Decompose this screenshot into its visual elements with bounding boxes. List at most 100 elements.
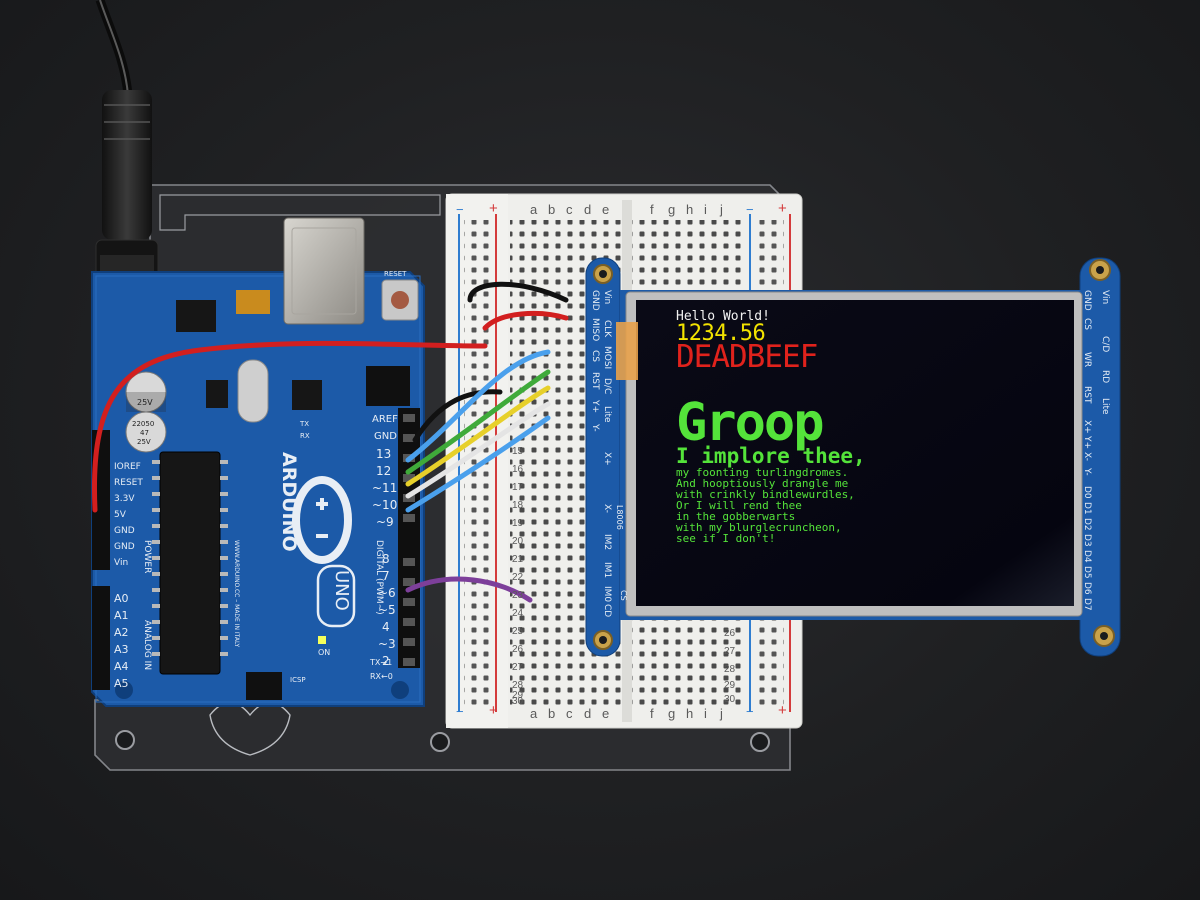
column-label: h — [686, 202, 694, 217]
rail-plus-label: + — [778, 200, 787, 217]
cap2-label-c: 25V — [137, 438, 151, 446]
row-number: 22 — [512, 572, 524, 583]
on-led-label: ON — [318, 648, 331, 657]
row-number: 29 — [724, 680, 736, 691]
pin-label: 13 — [376, 447, 392, 461]
row-number: 28 — [724, 664, 736, 675]
reset-button-label: RESET — [384, 270, 407, 278]
column-label: b — [548, 202, 556, 217]
display-side-mark: L8006 — [615, 505, 624, 530]
row-number: 21 — [512, 554, 524, 565]
pin-label: CD — [602, 604, 612, 618]
lcd-small-line: my foonting turlingdromes. — [676, 466, 849, 479]
row-number: 18 — [512, 500, 524, 511]
column-label: h — [686, 706, 694, 721]
column-label: e — [602, 202, 610, 217]
row-number: 23 — [512, 590, 524, 601]
pin-label: A2 — [114, 626, 129, 639]
pin-label: MOSI — [602, 346, 612, 370]
row-number: 27 — [512, 662, 524, 673]
rail-minus-label: − — [456, 704, 464, 719]
column-label: g — [668, 706, 676, 721]
column-label: f — [650, 706, 654, 721]
pin-label: D3 — [1082, 534, 1092, 547]
column-label: d — [584, 202, 592, 217]
pin-label: GND — [590, 290, 600, 311]
pin-label: Y- — [1082, 468, 1092, 476]
pin-label: CS — [1082, 318, 1092, 330]
pin-label: D2 — [1082, 518, 1092, 531]
row-number: 28 — [512, 680, 524, 691]
column-label: b — [548, 706, 556, 721]
pin-label: D/C — [602, 378, 612, 395]
pin-label: 8 — [382, 552, 390, 566]
pin-label: D4 — [1082, 550, 1092, 563]
pin-label: RESET — [114, 478, 143, 488]
pin-label: WR — [1082, 352, 1092, 368]
rail-plus-label: + — [489, 702, 498, 719]
rx-label: RX — [300, 432, 310, 440]
pin-label: GND — [114, 542, 135, 552]
row-number: 15 — [512, 446, 524, 457]
pin-label: X- — [602, 504, 612, 513]
row-number: 29 — [512, 690, 524, 701]
pin-label: GND — [114, 526, 135, 536]
lcd-screen: Hello World! 1234.56 DEADBEEF Groop I im… — [650, 305, 1070, 601]
column-label: c — [566, 202, 573, 217]
pin-label: Lite — [602, 406, 612, 423]
pin-label: 4 — [382, 620, 390, 634]
rail-minus-label: − — [746, 704, 754, 719]
pin-label: ~3 — [378, 637, 396, 651]
row-number: 19 — [512, 518, 524, 529]
column-label: c — [566, 706, 573, 721]
column-label: g — [668, 202, 676, 217]
column-label: j — [720, 202, 723, 217]
pin-label: ~10 — [372, 498, 398, 512]
pin-label: ~11 — [372, 481, 398, 495]
column-label: d — [584, 706, 592, 721]
pin-label: RD — [1100, 370, 1110, 384]
aref-label: AREF — [372, 414, 398, 425]
pin-label: ~6 — [378, 586, 396, 600]
pin-label: Lite — [1100, 398, 1110, 415]
jumper-wires — [91, 281, 569, 603]
display-cs-mark: CS — [619, 590, 628, 601]
row-number: 30 — [724, 694, 736, 705]
pin-label: X- — [1082, 452, 1092, 461]
pin-label: Vin — [602, 290, 612, 305]
column-label: i — [704, 706, 707, 721]
pin-label: X+ — [602, 452, 612, 466]
rx0-label: RX←0 — [370, 672, 393, 681]
rail-minus-label: − — [456, 202, 464, 217]
power-label: POWER — [142, 540, 152, 574]
cap2-label-a: 22050 — [132, 420, 155, 428]
lcd-small-line: see if I don't! — [676, 532, 776, 545]
pin-label: A4 — [114, 660, 129, 673]
pin-label: Vin — [1100, 290, 1110, 305]
pin-label: CLK — [602, 320, 612, 338]
pin-label: RST — [590, 372, 600, 390]
pin-label: Vin — [114, 558, 129, 568]
pin-label: A1 — [114, 609, 129, 622]
pin-label: IM0 — [602, 586, 612, 603]
lcd-line-implore: I implore thee, — [676, 444, 866, 468]
arduino-url: WWW.ARDUINO.CC – MADE IN ITALY — [233, 540, 240, 648]
rail-plus-label: + — [489, 200, 498, 217]
pin-label: ~5 — [378, 603, 396, 617]
pin-label: D1 — [1082, 502, 1092, 515]
pin-label: RST — [1082, 386, 1092, 404]
row-number: 26 — [724, 628, 736, 639]
row-number: 25 — [512, 626, 524, 637]
pin-label: D6 — [1082, 582, 1092, 595]
lcd-small-line: with my blurglecruncheon, — [676, 521, 842, 534]
row-number: 24 — [512, 608, 524, 619]
pin-label: C/D — [1100, 336, 1110, 353]
row-number: 16 — [512, 464, 524, 475]
tx1-label: TX→1 — [370, 658, 393, 667]
gnd-label: GND — [374, 431, 397, 442]
arduino-board — [91, 217, 425, 707]
pin-label: D7 — [1082, 598, 1092, 611]
arduino-model: UNO — [331, 570, 352, 611]
column-label: f — [650, 202, 654, 217]
